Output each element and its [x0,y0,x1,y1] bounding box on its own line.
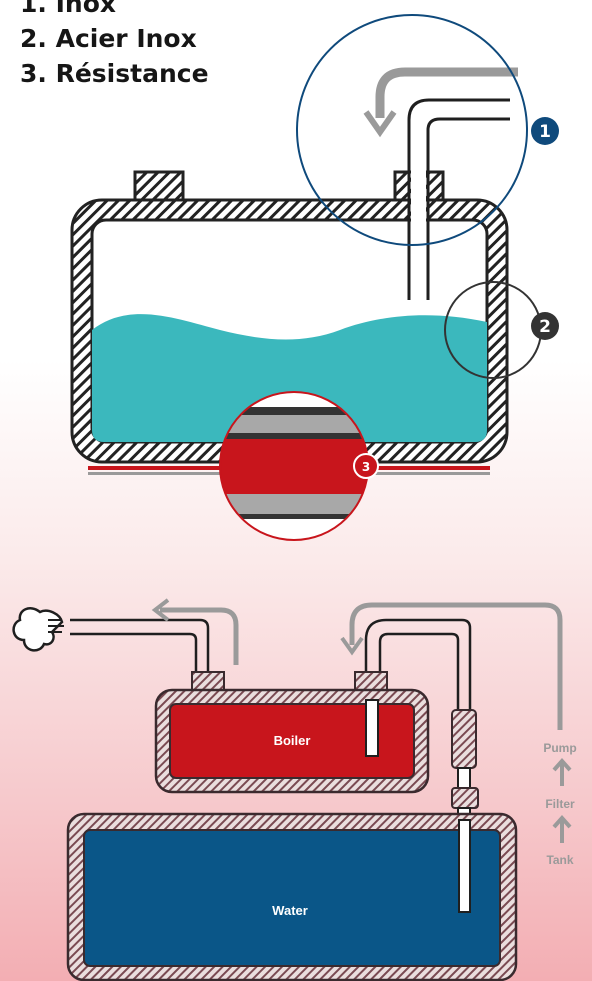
water-body [92,314,487,442]
badge-3 [353,453,379,479]
water-label: Water [272,903,308,918]
pump-component [451,709,477,769]
pipe-channel [411,168,426,300]
pump-label: Pump [543,741,576,755]
steam-cloud-icon [12,607,64,652]
callout-acier-inox: 2 [444,281,559,379]
material-legend: 1. Inox 2. Acier Inox 3. Résistance [20,0,209,91]
system-diagram: Boiler Water Pump Filter Tank [12,598,577,981]
badge-2-label: 2 [539,317,551,337]
flow-arrow-top [375,67,518,118]
pipe-outer [407,98,510,300]
legend-item-inox: 1. Inox [20,0,116,18]
callout-inox: 1 [296,14,559,246]
boiler-label: Boiler [274,733,311,748]
magnifier-ring-1 [296,14,528,246]
legend-item-resistance: 3. Résistance [20,59,209,88]
water-tank-water [83,829,501,967]
badge-3-label: 3 [362,460,370,474]
filter-component [451,787,479,809]
up-arrow-icon [552,814,572,843]
feed-flow-arrow [349,602,563,730]
badge-2 [531,312,559,340]
pipe-inner [426,117,510,300]
legend-item-acier-inox: 2. Acier Inox [20,24,197,53]
badge-1-label: 1 [539,122,551,142]
curved-arrow-icon [363,110,397,138]
tank-label: Tank [546,853,573,867]
up-arrow-icon [552,757,572,786]
callout-resistance: 3 [219,391,379,541]
boiler-water [169,703,415,779]
filter-label: Filter [545,797,575,811]
steam-flow-arrow [160,607,239,665]
badge-1 [531,117,559,145]
